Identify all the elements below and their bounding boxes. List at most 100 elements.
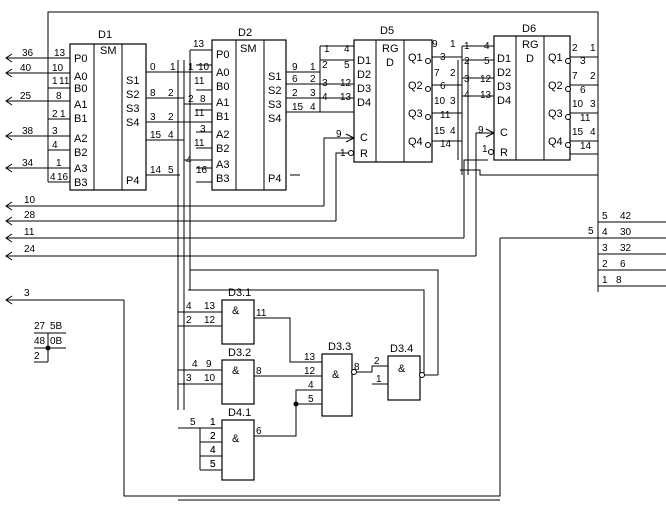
- d5-input-pins: 1 4 2 5 3 12 4 13 9 1: [322, 44, 352, 159]
- d33-pin-12: 12: [304, 366, 316, 377]
- d6-outpin-4: 7: [572, 71, 578, 82]
- d1-outpin-4: 2: [168, 88, 174, 99]
- d1-inpin-7: 1: [60, 109, 66, 120]
- d6-inpin-10: 1: [482, 144, 488, 155]
- junctions: [45, 345, 299, 407]
- connector-row-4-wire: 6: [620, 259, 626, 270]
- bus-label-4: 24: [24, 244, 36, 255]
- d6-func: RG: [522, 39, 539, 51]
- power-gnd-pin: 48: [34, 336, 46, 347]
- d6-in-d2: D2: [497, 67, 511, 79]
- d6-outpin-8: 3: [590, 99, 596, 110]
- d5-inpin-5: 3: [322, 78, 328, 89]
- d1-inpin-11: 4: [50, 172, 56, 183]
- d2-in-a0: A0: [216, 67, 229, 79]
- d1-in-b2: B2: [74, 147, 87, 159]
- d6-outpin-1: 2: [572, 43, 578, 54]
- d41-pin-5: 5: [210, 459, 216, 470]
- d6-ctrl-r: R: [500, 147, 508, 159]
- d5-outpin-7: 10: [434, 96, 446, 107]
- d32-sym: &: [232, 365, 240, 377]
- d6-sub: D: [526, 53, 534, 65]
- d1-external-inputs: 36 40 25 38 34: [20, 48, 34, 169]
- d1-out-s1: S1: [126, 75, 139, 87]
- d5-out-q1: Q1: [408, 52, 423, 64]
- power-extra-pin: 2: [34, 351, 40, 362]
- bus-label-3: 11: [24, 227, 35, 238]
- d6-outpin-7: 10: [572, 99, 584, 110]
- d2-in-b3: B3: [216, 173, 229, 185]
- d1-out-p4: P4: [126, 175, 139, 187]
- d5-outpin-3: 3: [440, 52, 446, 63]
- d2-inpin-11: 16: [196, 165, 208, 176]
- d6-ref: D6: [522, 23, 536, 35]
- d5-outpin-2: 1: [450, 39, 456, 50]
- d5-inpin-3: 2: [322, 60, 328, 71]
- d31-sym: &: [232, 305, 240, 317]
- d2-outpin-1: 9: [292, 62, 298, 73]
- d33-ref: D3.3: [328, 341, 351, 353]
- connector-row-3-wire: 32: [620, 243, 632, 254]
- d1-inpin-10: 1: [56, 158, 62, 169]
- connector-row-1-pin: 5: [602, 211, 608, 222]
- connector-row-5-pin: 1: [602, 275, 608, 286]
- d5-inpin-2: 4: [344, 44, 350, 55]
- chip-d1: D1 SM P0 A0 B0 A1 B1 A2 B2 A3 B3 S1 S2 S…: [69, 29, 147, 191]
- d2-outpin-3: 6: [292, 74, 298, 85]
- d41-pin-out: 6: [256, 426, 262, 437]
- d6-outpin-2: 1: [590, 43, 596, 54]
- d6-inpin-4: 5: [484, 56, 490, 67]
- bus-labels: 10 28 11 24 3: [24, 195, 36, 299]
- power-gnd-label: 0B: [50, 336, 63, 347]
- d1-outpin-3: 8: [150, 88, 156, 99]
- d1-inpin-4: 11: [59, 76, 70, 87]
- d2-outpin-6: 3: [310, 88, 316, 99]
- d2-outpin-4: 2: [310, 74, 316, 85]
- d2-inpin-7: 11: [194, 108, 205, 119]
- gate-inpin-7: 2: [210, 431, 216, 442]
- d6-inpin-9: 9: [478, 125, 484, 136]
- d2-inpin-4: 11: [194, 76, 205, 87]
- d1-outpin-7: 15: [150, 130, 162, 141]
- d33-pin-13: 13: [304, 352, 316, 363]
- d32-pin-b: 10: [204, 373, 216, 384]
- d5-ref: D5: [380, 25, 394, 37]
- d1-in-a2: A2: [74, 133, 87, 145]
- d5-in-d4: D4: [357, 97, 371, 109]
- d2-in-a3: A3: [216, 159, 229, 171]
- d41-ref: D4.1: [228, 407, 251, 419]
- gate-d3-1: D3.1 & 13 12 11: [204, 287, 267, 345]
- connector-row-5-wire: 8: [616, 275, 622, 286]
- bus-label-5: 3: [24, 288, 30, 299]
- d1-inpin-8: 3: [52, 126, 58, 137]
- d2-func: SM: [240, 43, 257, 55]
- d1-out-s2: S2: [126, 89, 139, 101]
- connector-row-2-pin: 4: [602, 227, 608, 238]
- d1-output-pins: 0 1 8 2 3 2 15 4 14 5: [150, 62, 176, 176]
- gate-input-pins: 4 2 4 3 5 1 2 4 5: [186, 301, 216, 470]
- d32-ref: D3.2: [228, 347, 251, 359]
- d6-inpin-2: 4: [484, 41, 490, 52]
- gate-inpin-8: 4: [210, 445, 216, 456]
- d5-outpin-4: 7: [434, 68, 440, 79]
- d6-out-q4: Q4: [548, 136, 563, 148]
- d6-ctrl-c: C: [500, 127, 508, 139]
- right-connector: 5 5 42 4 30 3 32 2 6 1 8: [588, 211, 632, 286]
- d5-in-d1: D1: [357, 55, 371, 67]
- d6-outpin-3: 3: [580, 56, 586, 67]
- d5-outpin-6: 6: [440, 81, 446, 92]
- d1-outpin-6: 2: [168, 112, 174, 123]
- d1-ref: D1: [98, 29, 112, 41]
- gate-d3-3: D3.3 & 13 12 4 5 8: [304, 341, 360, 417]
- d1-inpin-6: 2: [52, 109, 58, 120]
- d1-out-s4: S4: [126, 117, 139, 129]
- d1-in-b0: B0: [74, 83, 87, 95]
- d2-inpin-5: 2: [188, 94, 194, 105]
- d5-out-q4: Q4: [408, 136, 423, 148]
- d2-out-s3: S3: [268, 99, 281, 111]
- bus-label-2: 28: [24, 210, 36, 221]
- d2-outpin-2: 1: [310, 62, 316, 73]
- d34-pin-2: 2: [374, 356, 380, 367]
- d1-inpin-9: 4: [52, 140, 58, 151]
- d6-inpin-8: 13: [480, 90, 492, 101]
